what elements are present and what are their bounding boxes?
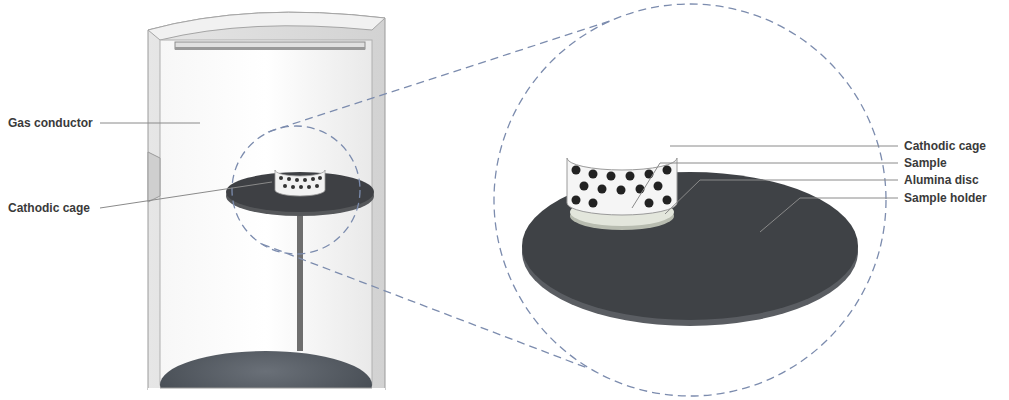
part-label: Cathodic cage [904, 139, 986, 153]
floor-cut [148, 388, 385, 400]
zoom-detail [522, 158, 858, 326]
part-label: Gas conductor [8, 116, 93, 130]
gas-conductor-tube [175, 42, 365, 49]
leader-line [760, 198, 800, 232]
leader-line [700, 180, 898, 181]
chamber [148, 12, 385, 400]
zoom-outline [232, 4, 886, 396]
table-pole [297, 196, 303, 351]
leader-line [100, 182, 272, 208]
sample-table [226, 170, 374, 351]
leader-line [670, 146, 898, 147]
part-label: Cathodic cage [8, 201, 90, 215]
leader-line [660, 163, 898, 164]
leader-line [800, 198, 898, 199]
leader-line [632, 163, 660, 208]
part-label: Sample [904, 156, 947, 170]
cage-holes [572, 166, 672, 208]
chamber-wall [148, 12, 385, 390]
part-label: Sample holder [904, 191, 987, 205]
zoom-source-circle [232, 126, 360, 254]
leader-lines [100, 123, 898, 232]
zoom-line [268, 21, 610, 132]
leader-line [100, 123, 200, 124]
part-label: Alumina disc [904, 173, 979, 187]
zoom-circle [494, 4, 886, 396]
cage-small [275, 170, 325, 196]
cathodic-cage [567, 158, 677, 215]
wall-slot [148, 152, 160, 202]
leader-line [665, 180, 700, 214]
chamber-top [148, 12, 385, 40]
